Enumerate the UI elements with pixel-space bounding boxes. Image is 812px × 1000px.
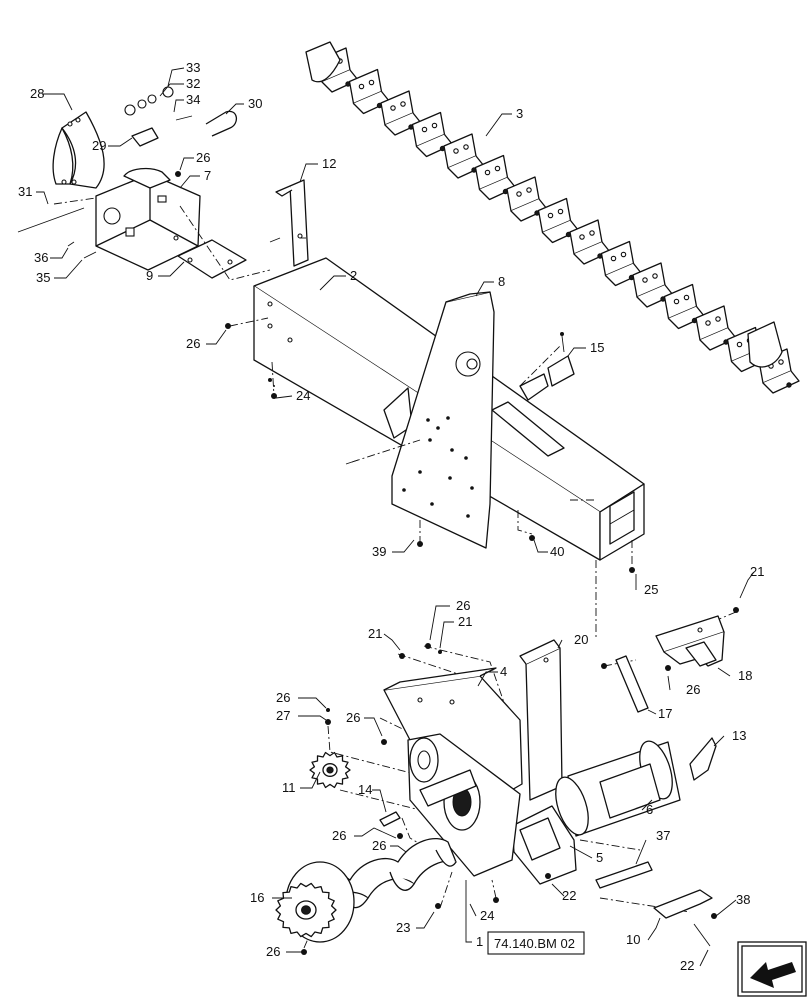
- callout-26-top: 26: [196, 150, 210, 165]
- leader-lines: [36, 67, 755, 967]
- callout-2: 2: [350, 268, 357, 283]
- chain-paddle: [474, 154, 517, 201]
- chain-paddle: [506, 176, 548, 222]
- callout-37: 37: [656, 828, 670, 843]
- strap: [595, 861, 653, 889]
- callout-29: 29: [92, 138, 106, 153]
- callout-21-chute: 21: [368, 626, 382, 641]
- reference-link-text[interactable]: 74.140.BM 02: [494, 936, 575, 951]
- u-bolt: [205, 110, 237, 137]
- callout-27: 27: [276, 708, 290, 723]
- callout-31: 31: [18, 184, 32, 199]
- callout-26-key: 26: [332, 828, 346, 843]
- callout-25: 26: [276, 690, 290, 705]
- callout-22: 22: [680, 958, 694, 973]
- callout-13: 13: [732, 728, 746, 743]
- callout-30: 30: [248, 96, 262, 111]
- callout-23: 24: [480, 908, 494, 923]
- bearing-housing: [407, 733, 521, 877]
- latch-lever: [653, 889, 713, 919]
- callout-17: 17: [658, 706, 672, 721]
- reference-link[interactable]: 74.140.BM 02: [487, 931, 585, 955]
- callout-19: 20: [574, 632, 588, 647]
- chain-paddle: [600, 240, 643, 287]
- auger-sprocket: [275, 861, 355, 943]
- callout-32: 32: [186, 76, 200, 91]
- callout-18: 18: [738, 668, 752, 683]
- latch-bracket: [689, 737, 717, 781]
- callout-40: 40: [550, 544, 564, 559]
- callout-24-beam: 24: [296, 388, 310, 403]
- callout-21-bottom: 23: [396, 920, 410, 935]
- shaft-key: [379, 811, 401, 827]
- drive-housing-group: [17, 86, 247, 279]
- callout-21-right: 21: [750, 564, 764, 579]
- callout-3: 3: [516, 106, 523, 121]
- callout-10: 10: [626, 932, 640, 947]
- next-page-arrow-icon[interactable]: [737, 941, 807, 997]
- callout-33: 33: [186, 60, 200, 75]
- callout-labels: 28 33 32 34 30 29 26 7 31 36 35 9 12 2 3…: [18, 60, 764, 973]
- callout-26-gear: 26: [346, 710, 360, 725]
- chain-paddle: [569, 219, 611, 265]
- drive-sprocket: [309, 751, 351, 789]
- callout-20: 21: [458, 614, 472, 629]
- clamp-clip: [131, 127, 159, 147]
- callout-8: 8: [498, 274, 505, 289]
- upright-support: [519, 639, 563, 801]
- right-brackets: [615, 615, 725, 713]
- cover-plate: [177, 239, 247, 279]
- callout-14: 14: [358, 782, 372, 797]
- callout-38: 38: [736, 892, 750, 907]
- callout-24-right: 25: [644, 582, 658, 597]
- callout-26-chute: 26: [456, 598, 470, 613]
- callout-16: 16: [250, 890, 264, 905]
- chain-paddle: [443, 133, 485, 179]
- side-plate: [345, 291, 495, 549]
- callout-26-auger: 26: [372, 838, 386, 853]
- callout-7: 7: [204, 168, 211, 183]
- callout-12: 12: [322, 156, 336, 171]
- elevator-chain-assembly: [305, 41, 800, 394]
- callout-6: 6: [646, 802, 653, 817]
- mounting-bracket: [269, 179, 309, 267]
- auger-tube: [555, 740, 681, 837]
- small-bracket: [519, 335, 575, 401]
- tube-flange: [511, 805, 577, 885]
- callout-39: 39: [372, 544, 386, 559]
- chain-paddle: [411, 111, 454, 158]
- callout-28: 28: [30, 86, 44, 101]
- callout-26-right: 26: [686, 682, 700, 697]
- callout-26-bottom: 26: [266, 944, 280, 959]
- chain-paddle: [695, 305, 737, 351]
- chain-paddle: [348, 68, 391, 115]
- washers: [124, 86, 174, 116]
- callout-1: 1: [476, 934, 483, 949]
- shield-cover: [61, 111, 105, 189]
- callout-9: 9: [146, 268, 153, 283]
- callout-35: 35: [36, 270, 50, 285]
- chain-paddle: [380, 90, 422, 136]
- callout-26-beam: 26: [186, 336, 200, 351]
- callout-15: 15: [590, 340, 604, 355]
- callout-11: 11: [282, 780, 296, 795]
- callout-21-flange: 22: [562, 888, 576, 903]
- callout-4: 4: [500, 664, 507, 679]
- chain-paddle: [663, 283, 706, 330]
- fasteners: [175, 171, 739, 955]
- callout-36: 36: [34, 250, 48, 265]
- callout-34: 34: [186, 92, 200, 107]
- callout-5: 5: [596, 850, 603, 865]
